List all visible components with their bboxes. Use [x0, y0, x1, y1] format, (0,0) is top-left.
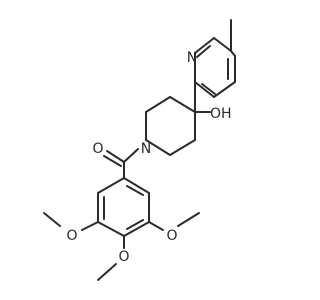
bond-line — [43, 212, 61, 227]
bond-line — [97, 263, 117, 281]
bond-line — [196, 45, 211, 58]
bond-line — [145, 96, 171, 113]
bond-line — [103, 155, 122, 167]
bond-line — [97, 221, 125, 237]
methoxy-bottom-oxygen-label: O — [118, 249, 129, 265]
bond-line — [126, 219, 144, 230]
bond-line — [126, 185, 144, 196]
pyridine-ring — [194, 19, 236, 98]
carbonyl-oxygen-label: O — [92, 141, 103, 157]
benzene-ring — [97, 177, 150, 237]
piperidine-ring — [145, 81, 211, 156]
bond-line — [106, 150, 125, 163]
molecule-diagram: N OH N O O O O — [43, 19, 236, 281]
methoxy-groups — [43, 212, 200, 281]
bond-line — [169, 139, 196, 156]
bond-line — [81, 221, 99, 231]
bond-line — [123, 177, 150, 194]
pyridine-nitrogen-label: N — [187, 50, 197, 66]
methoxy-left-oxygen-label: O — [66, 228, 77, 244]
structure-svg: N OH N O O O O — [43, 19, 236, 281]
methoxy-right-oxygen-label: O — [166, 228, 177, 244]
bond-line — [148, 221, 164, 231]
bond-line — [230, 50, 236, 57]
bond-line — [213, 37, 232, 52]
bond-line — [123, 148, 139, 163]
amide-nitrogen-label: N — [141, 141, 151, 157]
bond-line — [97, 177, 125, 194]
amide-link — [103, 148, 139, 179]
bond-line — [169, 96, 196, 113]
bond-line — [177, 212, 200, 227]
atom-labels: N OH N O O O O — [66, 50, 231, 265]
bond-line — [145, 139, 171, 156]
bond-line — [123, 221, 150, 237]
bond-line — [213, 81, 236, 98]
bond-line — [194, 81, 215, 98]
bond-line — [201, 83, 216, 95]
bond-line — [194, 37, 215, 54]
hydroxyl-label: OH — [210, 106, 232, 122]
